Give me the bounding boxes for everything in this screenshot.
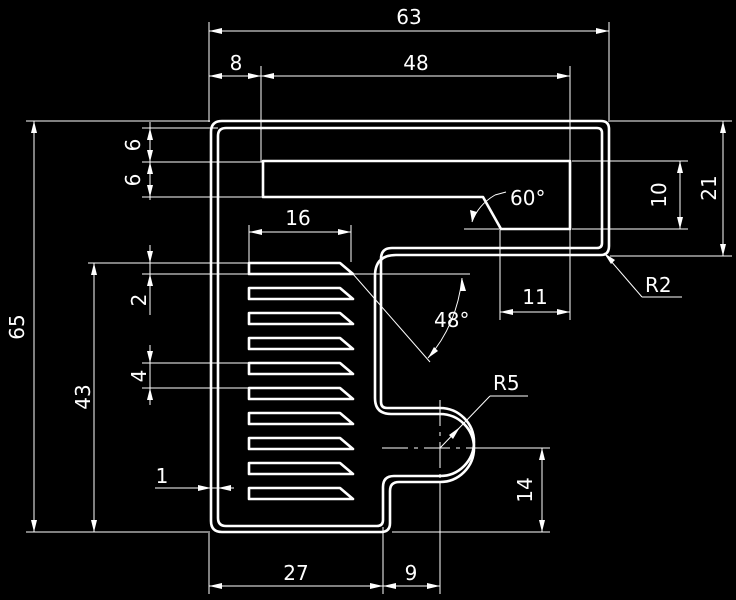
dim-21-label: 21: [697, 175, 721, 200]
comb-slots: [247, 261, 355, 501]
inner-contour: [216, 126, 604, 528]
comb-slot: [247, 486, 355, 501]
dim-21: 21: [610, 120, 732, 257]
dim-14-label: 14: [513, 477, 537, 502]
dim-r2: R2: [603, 252, 682, 298]
dim-63-label: 63: [396, 5, 421, 29]
dim-48-label: 48: [403, 51, 428, 75]
dim-27-label: 27: [283, 561, 308, 585]
comb-slot: [247, 336, 355, 351]
dim-63: 63: [208, 5, 610, 122]
dim-4-label: 4: [127, 370, 151, 383]
dim-60-label: 60°: [510, 186, 545, 210]
comb-slot: [247, 386, 355, 401]
dim-10: 10: [572, 160, 688, 230]
dim-43: 43: [71, 262, 248, 532]
dim-8-label: 8: [230, 51, 243, 75]
comb-slot: [247, 461, 355, 476]
dim-65-label: 65: [5, 314, 29, 339]
dim-14: 14: [392, 447, 550, 533]
dim-r2-label: R2: [645, 273, 672, 297]
dim-48-label: 48°: [434, 308, 469, 332]
dim-11-label: 11: [522, 285, 547, 309]
dim-48-deg: 48°: [352, 273, 470, 363]
dim-4: 4: [127, 345, 248, 405]
dim-1-label: 1: [156, 464, 169, 488]
dim-6a-label: 6: [121, 139, 145, 152]
dim-r5: R5: [382, 371, 528, 488]
comb-slot: [247, 411, 355, 426]
dim-16: 16: [248, 206, 352, 262]
comb-slot: [247, 436, 355, 451]
dim-1: 1: [155, 464, 234, 491]
dim-60-deg: 60°: [464, 186, 545, 230]
dim-43-label: 43: [71, 384, 95, 409]
dim-r5-label: R5: [493, 371, 520, 395]
dim-65: 65: [5, 120, 210, 533]
dim-11: 11: [499, 230, 571, 320]
dim-2: 2: [127, 245, 248, 315]
dim-9-label: 9: [405, 561, 418, 585]
comb-slot: [247, 286, 355, 301]
part-outline: [209, 119, 611, 534]
comb-slot: [247, 361, 355, 376]
outer-contour: [209, 119, 611, 534]
comb-slot: [247, 261, 355, 276]
dim-6-6: 6 6: [121, 122, 262, 200]
dim-10-label: 10: [647, 182, 671, 207]
dim-16-label: 16: [285, 206, 310, 230]
dim-6b-label: 6: [121, 174, 145, 187]
comb-slot: [247, 311, 355, 326]
dim-2-label: 2: [127, 294, 151, 307]
dim-27-9: 27 9: [208, 482, 441, 594]
dim-8-48: 8 48: [208, 51, 571, 162]
